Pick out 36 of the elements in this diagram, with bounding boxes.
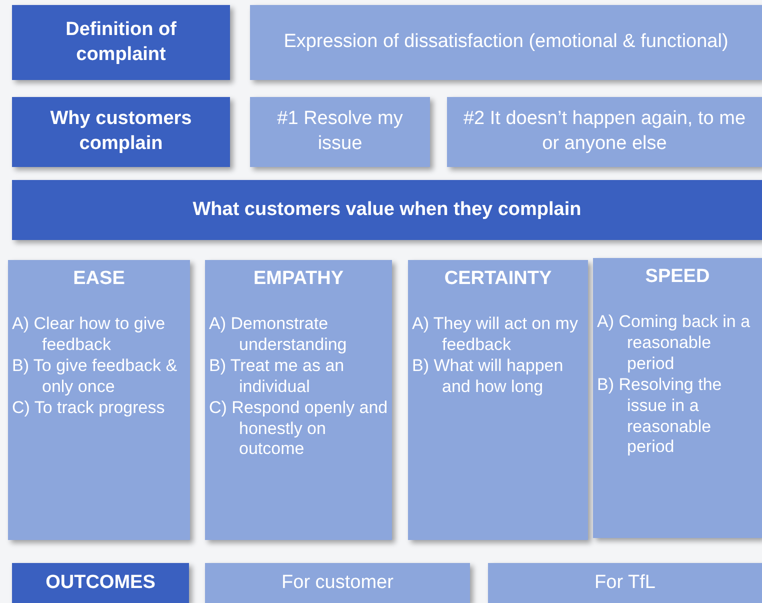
term-box bbox=[12, 5, 230, 80]
reason-box bbox=[447, 97, 762, 167]
value-card bbox=[408, 260, 588, 540]
list-item: A) Clear how to give feedback bbox=[12, 314, 166, 356]
list-item: A) They will act on my feedback bbox=[412, 314, 579, 356]
reason-box bbox=[250, 97, 430, 167]
definition-box bbox=[250, 5, 762, 80]
question-box bbox=[12, 97, 230, 167]
list-item: C) Respond openly and honestly on outcome bbox=[209, 398, 388, 460]
list-item: B) Resolving the issue in a reasonable period bbox=[597, 374, 723, 458]
column-heading: EMPATHY bbox=[252, 268, 345, 290]
outcomes-box bbox=[12, 563, 189, 603]
section-banner bbox=[12, 180, 762, 240]
box-label: #2 It doesn’t happen again, to me or anyone else bbox=[462, 107, 747, 156]
value-card bbox=[593, 258, 762, 538]
list-item: A) Demonstrate understanding bbox=[209, 314, 348, 356]
box-label: Expression of dissatisfaction (emotional & functional) bbox=[284, 30, 728, 54]
box-label: Why customers complain bbox=[49, 107, 193, 156]
box-label: For customer bbox=[282, 570, 394, 595]
column-heading: SPEED bbox=[644, 266, 711, 288]
list-item: B) What will happen and how long bbox=[412, 356, 564, 398]
list-item: A) Coming back in a reasonable period bbox=[597, 312, 752, 375]
box-label: What customers value when they complain bbox=[192, 198, 582, 222]
box-label: #1 Resolve my issue bbox=[276, 107, 404, 156]
column-heading: EASE bbox=[72, 268, 126, 290]
list-item: C) To track progress bbox=[12, 398, 166, 419]
box-label: OUTCOMES bbox=[46, 570, 156, 595]
column-heading: CERTAINTY bbox=[443, 268, 553, 290]
list-item: B) Treat me as an individual bbox=[209, 356, 346, 398]
outcome-box bbox=[205, 563, 470, 603]
outcome-box bbox=[488, 563, 762, 603]
box-label: For TfL bbox=[594, 570, 656, 595]
value-card bbox=[205, 260, 392, 540]
value-card bbox=[8, 260, 190, 540]
list-item: B) To give feedback & only once bbox=[12, 356, 178, 398]
box-label: Definition of complaint bbox=[64, 18, 178, 66]
